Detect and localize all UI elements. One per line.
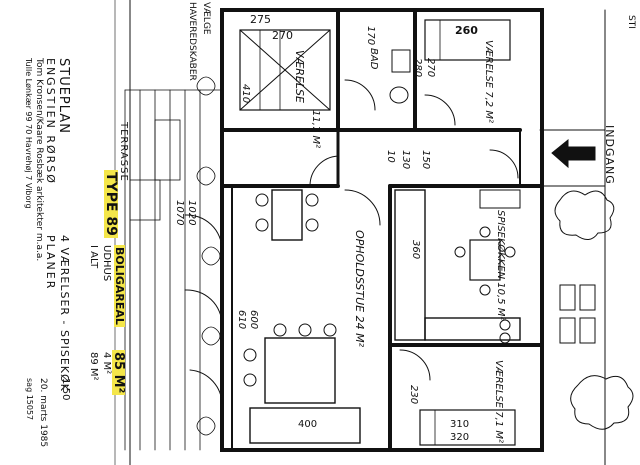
title-line4: Tulle Lønkær 99 70 Havrehøj 7 Viborg bbox=[24, 58, 33, 209]
room-vaerelse-bottom-name: VÆRELSE 7,1 M² bbox=[493, 360, 504, 443]
title-line3: Tom Kronsen/Kaare Rosbæk arkitekter m.a.… bbox=[34, 58, 44, 262]
terrace-label: TERRASSE bbox=[118, 122, 129, 182]
room-kitchen-name: SPISEKØKKEN 10,5 M² bbox=[495, 210, 506, 321]
terrace-dim2: 1070 bbox=[174, 200, 185, 226]
room-opholdsstue-dim2: 610 bbox=[236, 310, 247, 330]
title-type: TYPE 89 bbox=[103, 170, 119, 238]
room-bad-name: BAD bbox=[368, 48, 379, 70]
room-vaerelse-small-dim3: 280 bbox=[412, 58, 423, 78]
title-ialt-value: 89 M² bbox=[88, 352, 99, 381]
room-opholdsstue-name: OPHOLDSSTUE 24 M² bbox=[353, 230, 366, 348]
title-udhus-value: 4 M² bbox=[101, 352, 112, 375]
title-ialt-label: I ALT bbox=[88, 245, 99, 269]
edge-right-label: STI bbox=[626, 15, 636, 29]
title-bolig-label: BOLIGAREAL bbox=[113, 245, 126, 327]
title-bolig-value: 85 M² bbox=[111, 350, 126, 396]
title-udhus-label: UDHUS bbox=[101, 245, 112, 282]
room-vaerelse-top-area: 11,7 M² bbox=[310, 110, 321, 149]
entrance-label: INDGANG bbox=[603, 125, 616, 185]
edge-top-label-2: HAVEREDSKABER bbox=[187, 2, 197, 81]
title-date: 20. marts 1985 bbox=[38, 378, 48, 448]
room-vaerelse-small-dim1: 260 bbox=[455, 24, 478, 37]
room-opholdsstue-bottom: 400 bbox=[298, 419, 318, 430]
terrace-dim1: 1020 bbox=[186, 200, 197, 226]
room-vaerelse-small-name: VÆRELSE 7,2 M² bbox=[483, 40, 494, 123]
title-scale: 1:50 bbox=[60, 378, 71, 401]
room-bad-dim: 170 bbox=[365, 26, 376, 46]
room-vaerelse-top-dim1: 275 bbox=[250, 13, 271, 26]
room-opholdsstue-dim1: 600 bbox=[248, 310, 259, 330]
title-desc2: PLANER bbox=[44, 235, 57, 291]
hall-left: 10 bbox=[385, 150, 396, 163]
hall-dim1: 150 bbox=[420, 150, 431, 170]
room-vaerelse-bottom-dim2: 310 bbox=[450, 419, 470, 430]
title-line1: STUEPLAN bbox=[56, 58, 71, 134]
title-desc1: 4 VÆRELSER - SPISEKØK bbox=[58, 235, 71, 392]
room-vaerelse-bottom-dim1: 230 bbox=[408, 385, 419, 405]
hall-dim2: 130 bbox=[400, 150, 411, 170]
room-vaerelse-bottom-dim3: 320 bbox=[450, 432, 470, 443]
room-vaerelse-small-dim2: 270 bbox=[425, 58, 436, 78]
room-kitchen-dim: 360 bbox=[410, 240, 421, 260]
room-vaerelse-top-side: 410 bbox=[240, 84, 251, 104]
room-vaerelse-top-name: VÆRELSE bbox=[293, 50, 306, 103]
title-ref: sag 15057 bbox=[25, 378, 34, 421]
edge-top-label: VÆLGE bbox=[201, 2, 211, 35]
title-line2: ENGSTIEN RØRSØ bbox=[44, 58, 57, 185]
room-vaerelse-top-dim2: 270 bbox=[272, 29, 293, 42]
